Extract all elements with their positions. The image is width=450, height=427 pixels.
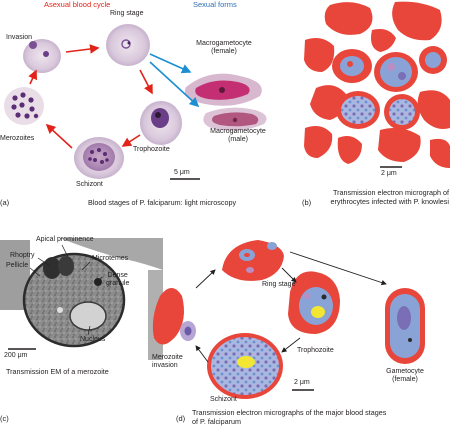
panel-d [152, 240, 425, 399]
rbc-field [304, 1, 450, 168]
invasion-cell [23, 39, 61, 73]
infected-cell-4 [384, 94, 420, 130]
arrow-ring-to-trophozoite [139, 69, 153, 95]
arrow-d-invasion-to-ring [195, 269, 216, 289]
label-microtemes: Microtemes [92, 255, 129, 262]
arrow-schizont-to-merozoites [45, 123, 73, 149]
d-label-trophozoite: Trophozoite [297, 347, 334, 354]
label-microgametocyte-line1: Macrogametocyte [210, 128, 266, 135]
d-label-merozoite-invasion: Merozoite invasion [152, 354, 183, 370]
caption-d: Transmission electron micrographs of the… [192, 408, 386, 426]
caption-b-line1: Transmission electron micrograph of [333, 188, 449, 197]
d-merozoite-invasion [152, 288, 196, 345]
trophozoite-cell [140, 101, 182, 145]
d-label-gametocyte-line2: (female) [392, 376, 418, 383]
d-schizont-cell [207, 333, 283, 399]
label-dense-granule: Dense granule [106, 272, 129, 288]
panel-c [0, 238, 163, 380]
arrow-ring-to-microgametocyte [149, 61, 200, 108]
arrow-d-schizont-to-invasion [195, 345, 209, 363]
label-ring-stage: Ring stage [110, 10, 144, 17]
d-label-gametocyte: Gametocyte (female) [380, 368, 430, 384]
scale-label-a: 5 μm [174, 169, 190, 176]
caption-b: Transmission electron micrograph of eryt… [318, 188, 449, 206]
panel-letter-d: (d) [176, 414, 186, 423]
panel-letter-c: (c) [0, 414, 9, 423]
panel-a [4, 24, 267, 180]
schizont-cell [74, 137, 124, 179]
microgametocyte-male-cell [203, 107, 267, 131]
arrow-d-ring-to-gametocyte [289, 251, 387, 286]
panel-b [303, 0, 450, 170]
panel-letter-a: (a) [0, 198, 10, 207]
d-label-merozoite-line1: Merozoite [152, 354, 183, 361]
panel-c-pointers [29, 244, 103, 336]
label-dense-line1: Dense [107, 272, 128, 279]
infected-cell-5 [419, 46, 447, 74]
label-dense-line2: granule [106, 280, 130, 287]
sexual-forms-header: Sexual forms [193, 0, 237, 9]
arrow-d-trophozoite-to-schizont [281, 337, 301, 353]
ring-stage-cell [106, 24, 150, 66]
infected-cell-1 [332, 49, 372, 83]
label-invasion: Invasion [6, 34, 33, 41]
arrow-d-ring-to-trophozoite [281, 267, 297, 283]
label-rhoptry: Rhoptry [10, 252, 35, 259]
d-label-gametocyte-line1: Gametocyte [386, 368, 424, 375]
caption-d-line2: of P. falciparum [192, 417, 242, 426]
label-macrogametocyte: Macrogametocyte (female) [194, 40, 254, 56]
macrogametocyte-female-cell [184, 73, 262, 106]
label-schizont: Schizont [76, 181, 103, 188]
d-label-merozoite-line2: invasion [152, 362, 178, 369]
label-microgametocyte: Macrogametocyte (male) [208, 128, 268, 144]
arrow-trophozoite-to-schizont [121, 134, 141, 147]
merozoites-cluster [4, 87, 44, 125]
label-nucleus: Nucleus [80, 336, 106, 343]
arrow-ring-to-macrogametocyte [149, 53, 192, 74]
label-trophozoite: Trophozoite [133, 146, 170, 153]
d-trophozoite-cell [288, 271, 340, 334]
scale-label-c: 200 μm [4, 352, 28, 359]
infected-cell-2 [374, 52, 418, 92]
label-pellicle: Pellicle [6, 262, 29, 269]
merozoite-em [22, 252, 126, 348]
d-label-ring-stage: Ring stage [262, 281, 296, 288]
infected-cell-3 [336, 91, 380, 129]
caption-a: Blood stages of P. falciparum: light mic… [88, 198, 237, 207]
scale-label-d: 2 μm [294, 379, 310, 386]
label-macrogametocyte-line1: Macrogametocyte [196, 40, 252, 47]
label-microgametocyte-line2: (male) [228, 136, 248, 143]
scale-label-b: 2 μm [381, 170, 397, 177]
label-macrogametocyte-line2: (female) [211, 48, 237, 55]
d-ring-stage-cell [222, 240, 284, 281]
arrow-invasion-to-ring [65, 44, 100, 54]
asexual-cycle-header: Asexual blood cycle [44, 0, 111, 9]
label-merozoites: Merozoites [0, 135, 35, 142]
arrow-merozoites-to-invasion [28, 69, 38, 85]
caption-d-line1: Transmission electron micrographs of the… [192, 408, 387, 417]
caption-c: Transmission EM of a merozoite [6, 367, 109, 376]
d-label-schizont: Schizont [210, 396, 237, 403]
panel-letter-b: (b) [302, 198, 312, 207]
caption-b-line2: erythrocytes infected with P. knowlesi [330, 197, 449, 206]
label-apical-prominence: Apical prominence [36, 236, 94, 243]
d-gametocyte-cell [385, 288, 425, 364]
